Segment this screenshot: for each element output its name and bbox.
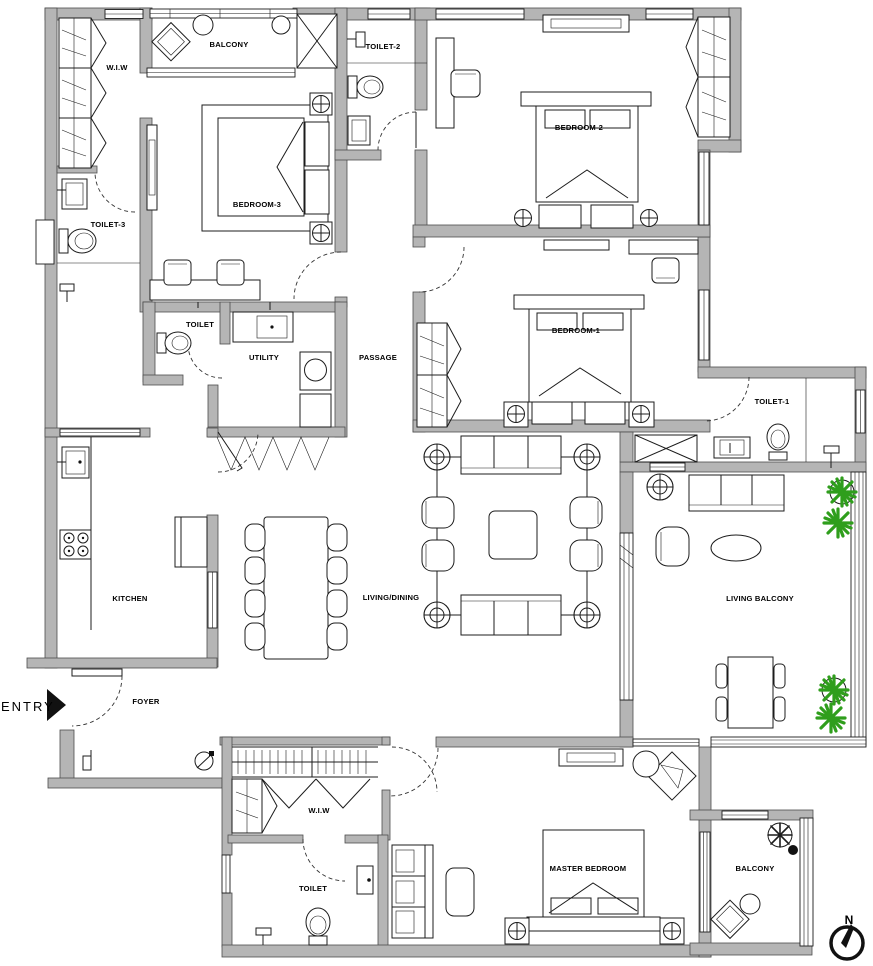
toilet2-fixtures [347,31,427,146]
toilet-bottom-door-arc [302,838,346,882]
plant-4 [815,702,847,734]
label-passage: PASSAGE [359,353,397,362]
label-toilet-mid: TOILET [186,320,214,329]
plant-pot-3 [818,674,850,706]
entry-door-arc [71,675,123,727]
label-toilet1: TOILET-1 [755,397,790,406]
windows [35,8,867,947]
label-north: N [845,913,854,927]
wiw-bottom-wardrobe [231,746,378,834]
master-sofa [391,844,434,939]
plant-pot-1 [826,476,858,508]
plant-2 [822,507,854,539]
corridor-symbols [82,750,214,771]
master-door-arc [391,746,438,793]
north-arrow-icon [829,924,865,961]
bottom-balcony-railing [799,817,814,947]
kitchen-fixtures [57,437,208,630]
label-living-balcony: LIVING BALCONY [726,594,794,603]
label-kitchen: KITCHEN [112,594,147,603]
beanbag-chair [632,750,697,801]
kitchen-door-leaf [217,431,243,472]
balcony-bottom-furniture [710,822,798,940]
bedroom2-wardrobe [685,16,731,138]
label-toilet-bottom: TOILET [299,884,327,893]
bedroom1-wardrobe [416,322,462,428]
duct-shaft [296,13,338,69]
kitchen-door-arc [217,431,259,473]
wiw-bottom-door-arc [389,747,439,797]
toilet3-door-arc [94,171,136,213]
label-balcony-bottom: BALCONY [736,864,775,873]
label-master-bedroom: MASTER BEDROOM [550,864,627,873]
label-balcony-top: BALCONY [210,40,249,49]
label-toilet2: TOILET-2 [366,42,401,51]
bedroom1-furniture [416,239,699,428]
label-bedroom1: BEDROOM-1 [552,326,601,335]
toilet1-door-arc [704,376,750,422]
toilet-bottom-fixtures [255,865,374,946]
utility-fixtures [216,302,332,471]
living-balcony-sliding-door [619,532,634,701]
living-balcony-furniture [646,473,858,734]
entry-door-leaf [71,668,123,677]
toilet-mid-fixtures [156,302,199,355]
bedroom3-door-arc [293,251,342,300]
balcony-plant [767,822,798,855]
label-wiw-bottom: W.I.W [308,806,330,815]
label-bedroom3: BEDROOM-3 [233,200,281,209]
label-bedroom2: BEDROOM-2 [555,123,603,132]
label-utility: UTILITY [249,353,279,362]
label-foyer: FOYER [132,697,159,706]
balcony-top-furniture [151,14,291,62]
master-balcony-sliding-door [699,831,711,933]
room-labels: W.I.W BALCONY TOILET-2 BEDROOM-2 BEDROOM… [1,40,853,927]
living-sofa-set [421,435,603,636]
label-living-dining: LIVING/DINING [363,593,420,602]
entry-arrow-icon [47,689,66,721]
wiw-top-wardrobe [58,17,107,169]
dining-set [244,516,348,660]
duct-shaft-2 [634,434,698,463]
bedroom2-door-arc [377,111,417,151]
stove [59,529,92,560]
toilet1-fixtures [713,378,840,468]
bedroom1-door-arc [418,246,465,293]
master-bedroom-furniture [391,748,697,945]
door-swings [71,111,750,882]
label-toilet3: TOILET-3 [91,220,126,229]
living-balcony-railing [710,471,867,748]
label-wiw-top: W.I.W [106,63,128,72]
bedroom3-furniture [146,92,333,301]
label-entry: ENTRY [1,699,55,714]
bedroom2-furniture [435,14,731,229]
refrigerator [174,516,208,568]
toilet3-fixtures [57,178,140,302]
